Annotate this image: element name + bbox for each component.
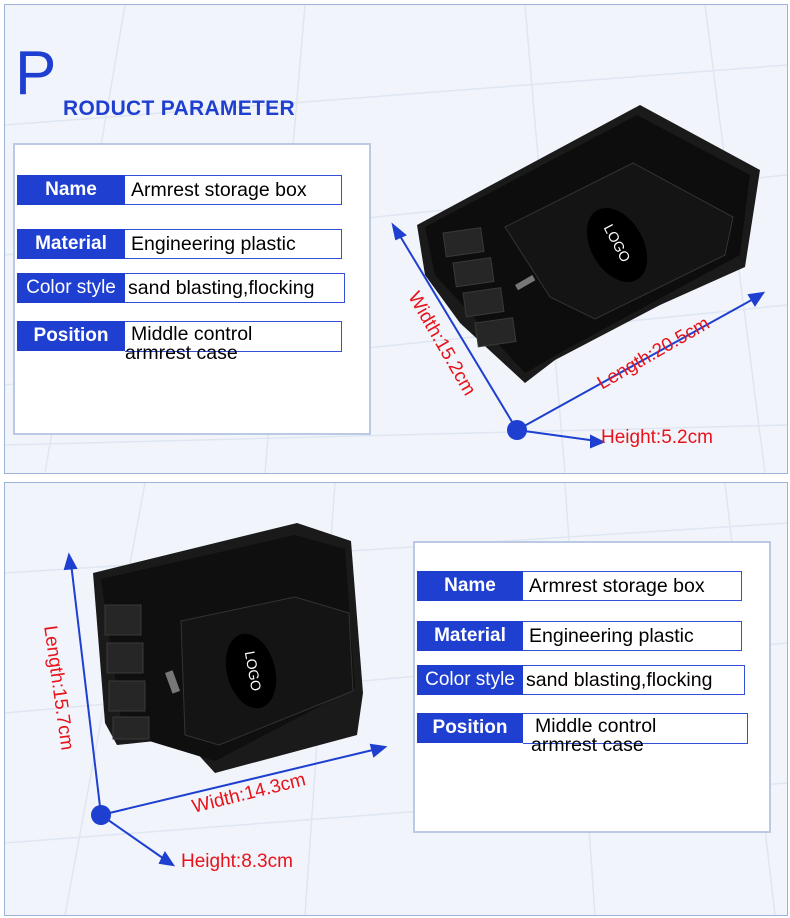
spec-row-material: Material Engineering plastic	[17, 229, 342, 259]
spec-value-name: Armrest storage box	[125, 175, 342, 205]
page-title: RODUCT PARAMETER	[63, 97, 295, 120]
spec-value-color-style: sand blasting,flocking	[523, 665, 745, 695]
spec-value-position-line1: Middle control	[535, 715, 657, 737]
spec-card: Name Armrest storage box Material Engine…	[413, 541, 771, 833]
spec-row-color-style: Color style sand blasting,flocking	[17, 273, 345, 303]
spec-value-position: Middle control armrest case	[125, 321, 342, 363]
spec-row-name: Name Armrest storage box	[17, 175, 342, 205]
dimension-height-bottom: Height:8.3cm	[181, 851, 293, 872]
spec-value-material: Engineering plastic	[125, 229, 342, 259]
spec-row-position: Position Middle control armrest case	[417, 713, 748, 755]
product-image-bottom	[93, 523, 363, 773]
spec-label-name: Name	[17, 175, 125, 205]
bottom-panel: Name Armrest storage box Material Engine…	[4, 482, 788, 916]
spec-row-name: Name Armrest storage box	[417, 571, 742, 601]
spec-label-material: Material	[417, 621, 523, 651]
spec-label-name: Name	[417, 571, 523, 601]
product-image-top	[417, 105, 760, 383]
title-initial: P	[15, 39, 57, 108]
spec-card: Name Armrest storage box Material Engine…	[13, 143, 371, 435]
spec-value-name: Armrest storage box	[523, 571, 742, 601]
spec-value-position-line2: armrest case	[125, 342, 238, 364]
spec-label-material: Material	[17, 229, 125, 259]
spec-value-position: Middle control armrest case	[523, 713, 748, 755]
top-panel: P RODUCT PARAMETER Name Armrest storage …	[4, 4, 788, 474]
spec-label-position: Position	[417, 713, 523, 743]
spec-value-position-line2: armrest case	[531, 734, 644, 756]
dimension-height-top: Height:5.2cm	[601, 427, 713, 448]
spec-label-color-style: Color style	[417, 665, 523, 695]
spec-value-position-line1: Middle control	[131, 323, 253, 345]
spec-value-material: Engineering plastic	[523, 621, 742, 651]
dimension-arrows-top	[391, 222, 766, 449]
dimension-arrows-bottom	[63, 552, 388, 867]
spec-row-color-style: Color style sand blasting,flocking	[417, 665, 745, 695]
spec-row-material: Material Engineering plastic	[417, 621, 742, 651]
spec-label-color-style: Color style	[17, 273, 125, 303]
spec-value-color-style: sand blasting,flocking	[125, 273, 345, 303]
spec-label-position: Position	[17, 321, 125, 351]
spec-row-position: Position Middle control armrest case	[17, 321, 342, 363]
